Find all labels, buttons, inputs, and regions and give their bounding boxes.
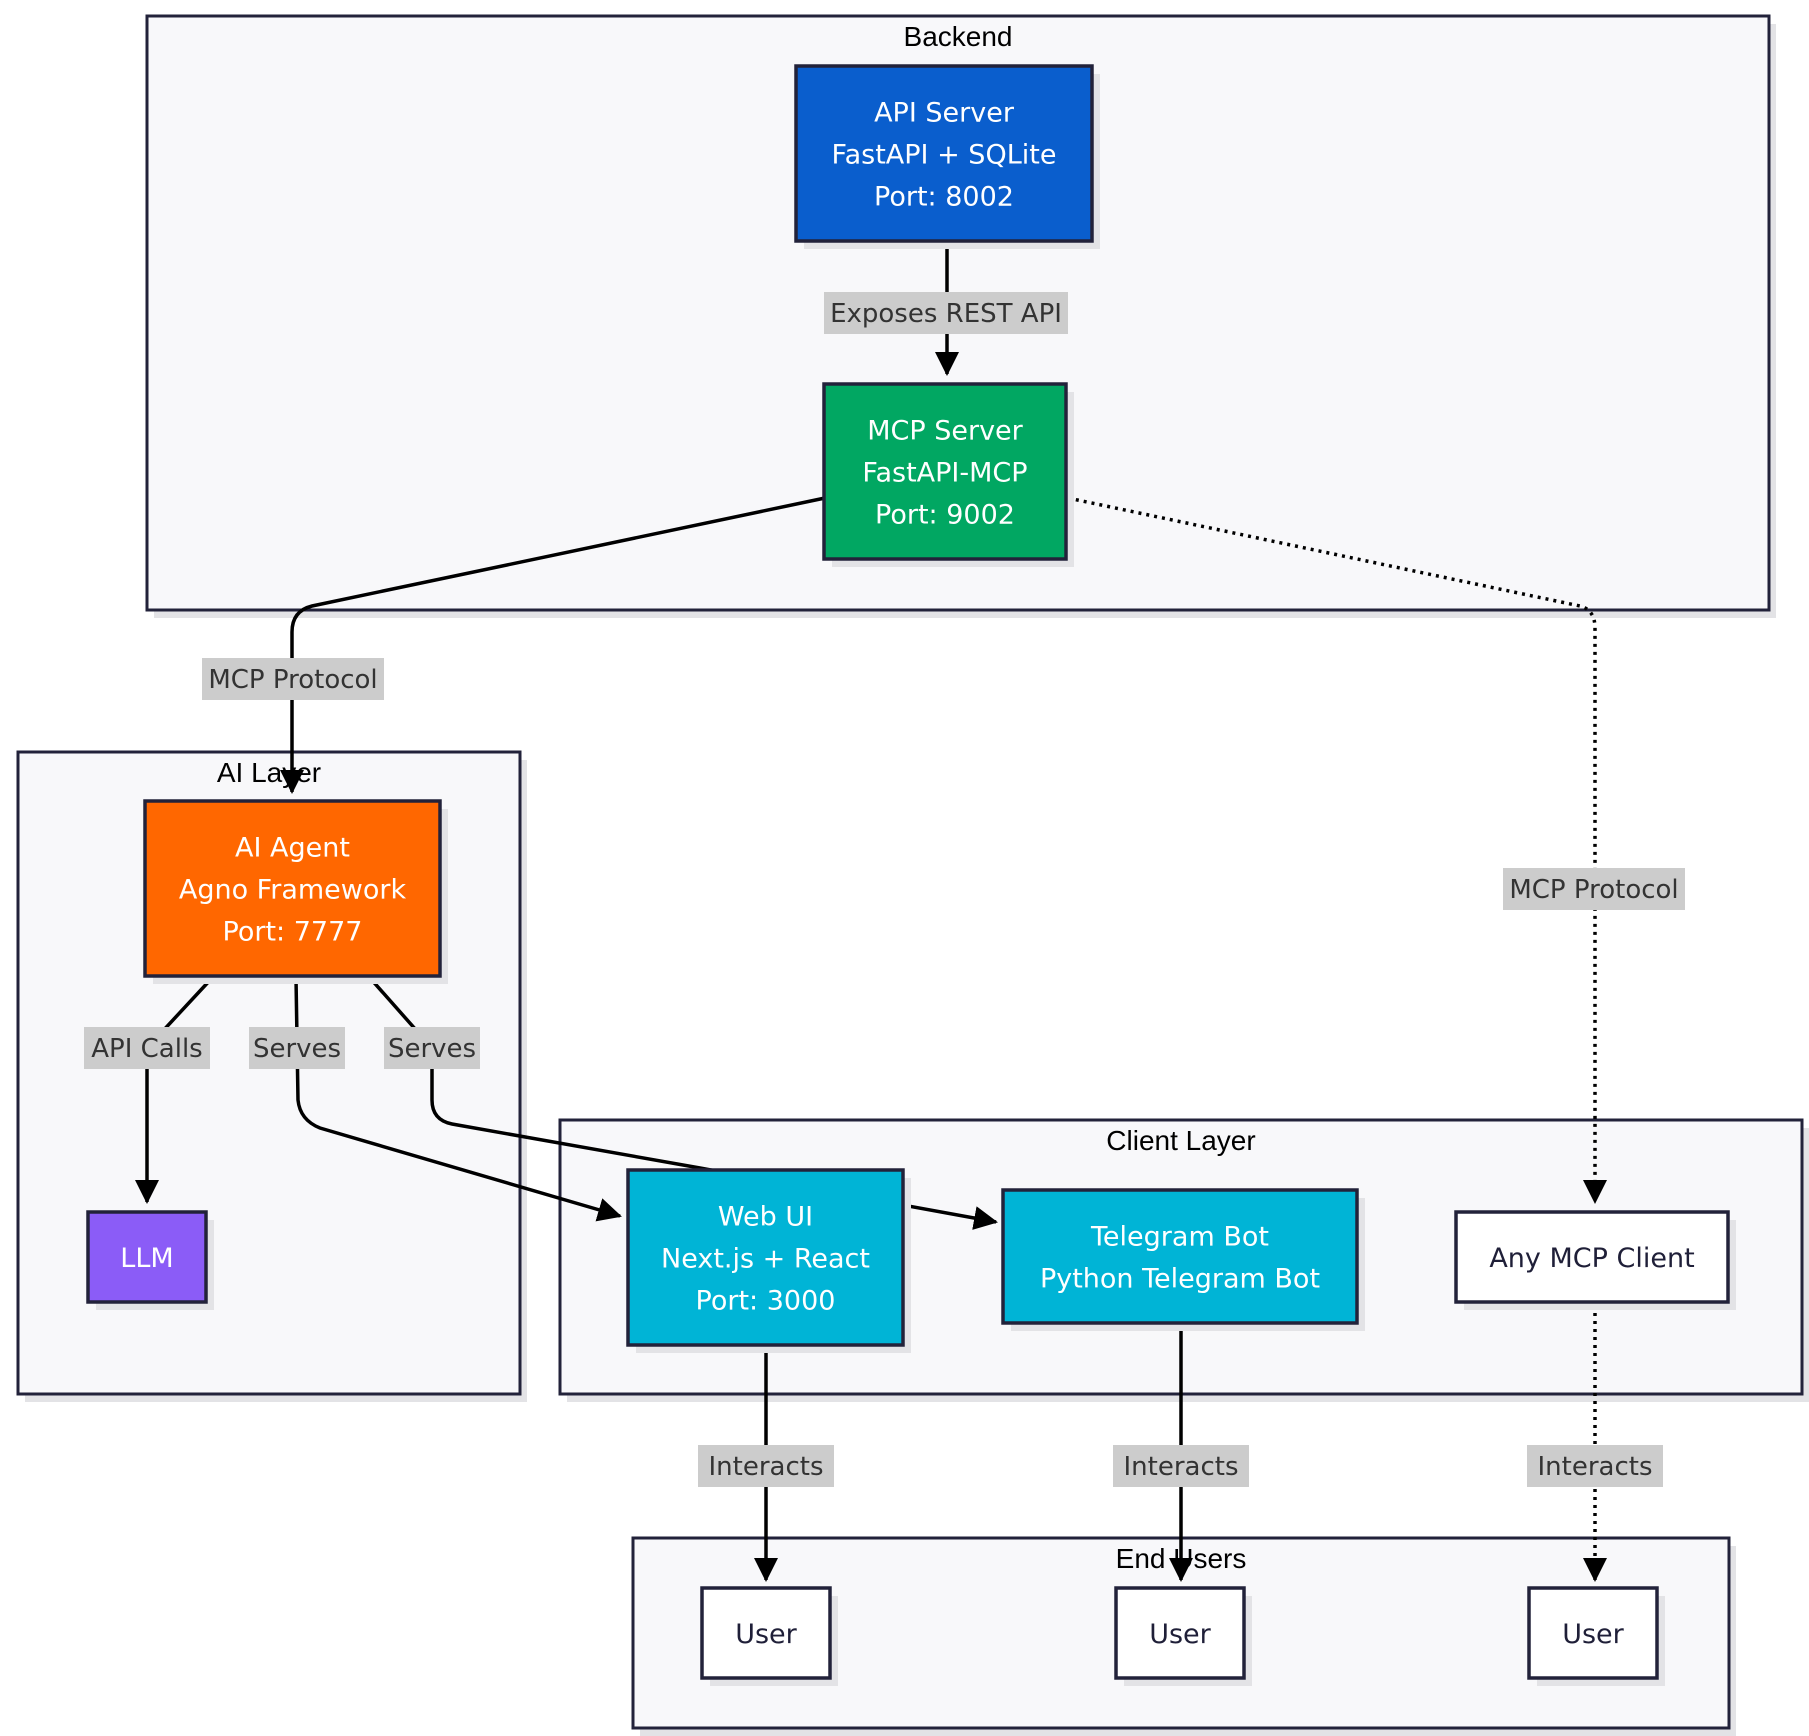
edge-label-exposes-rest-api: Exposes REST API <box>824 292 1068 334</box>
node-label-line: FastAPI-MCP <box>862 458 1027 489</box>
edge-label-interacts-telegram: Interacts <box>1113 1445 1249 1487</box>
edge-agent-to-webui <box>294 977 622 1222</box>
node-box <box>626 1168 905 1347</box>
edge-mcp-to-client <box>1067 496 1607 1204</box>
svg-text:MCP Protocol: MCP Protocol <box>1509 875 1678 905</box>
edge-label-api-calls: API Calls <box>84 1027 210 1069</box>
svg-text:Serves: Serves <box>253 1034 341 1064</box>
svg-text:Interacts: Interacts <box>709 1452 824 1482</box>
node-label-line: Web UI <box>718 1202 813 1233</box>
node-label-line: User <box>1562 1619 1624 1650</box>
node-box <box>1454 1210 1730 1304</box>
edge-label-mcp-protocol-client: MCP Protocol <box>1503 868 1685 910</box>
node-user-client[interactable]: User <box>1527 1586 1665 1686</box>
cluster-title-backend: Backend <box>904 21 1013 52</box>
edge-label-serves-webui: Serves <box>249 1027 345 1069</box>
node-label-line: Port: 7777 <box>223 917 363 948</box>
node-user-telegram[interactable]: User <box>1114 1586 1252 1686</box>
node-label-line: Port: 3000 <box>696 1286 836 1317</box>
node-llm[interactable]: LLM <box>86 1210 214 1310</box>
edge-mcp-to-agent <box>280 496 826 794</box>
node-label-line: Next.js + React <box>661 1244 870 1275</box>
node-box <box>86 1210 208 1304</box>
node-label-line: API Server <box>874 98 1015 129</box>
node-any-mcp-client[interactable]: Any MCP Client <box>1454 1210 1736 1310</box>
edge-label-interacts-client: Interacts <box>1527 1445 1663 1487</box>
node-label-line: Port: 8002 <box>874 182 1014 213</box>
node-label-line: Python Telegram Bot <box>1040 1264 1320 1295</box>
edge-label-serves-telegram: Serves <box>384 1027 480 1069</box>
node-label-line: Any MCP Client <box>1489 1243 1694 1274</box>
node-label-line: LLM <box>120 1243 173 1274</box>
node-box <box>700 1586 832 1680</box>
cluster-title-client-layer: Client Layer <box>1106 1125 1255 1156</box>
edge-agent-to-telegram <box>368 976 998 1230</box>
node-box <box>1527 1586 1659 1680</box>
node-box <box>143 799 442 978</box>
edge-label-mcp-protocol-agent: MCP Protocol <box>202 658 384 700</box>
edges <box>135 242 1607 1582</box>
node-user-webui[interactable]: User <box>700 1586 838 1686</box>
node-label-line: FastAPI + SQLite <box>832 140 1057 171</box>
node-label-line: User <box>1149 1619 1211 1650</box>
edge-label-interacts-webui: Interacts <box>698 1445 834 1487</box>
node-box <box>822 382 1068 561</box>
svg-text:Exposes REST API: Exposes REST API <box>830 299 1062 329</box>
edge-labels: Exposes REST API MCP Protocol MCP Protoc… <box>84 292 1685 1487</box>
node-box <box>1114 1586 1246 1680</box>
node-box <box>794 64 1094 243</box>
node-box <box>1001 1188 1359 1325</box>
cluster-title-ai-layer: AI Layer <box>217 757 321 788</box>
node-label-line: Agno Framework <box>179 875 407 906</box>
svg-text:Interacts: Interacts <box>1124 1452 1239 1482</box>
node-label-line: AI Agent <box>235 833 350 864</box>
svg-text:Interacts: Interacts <box>1538 1452 1653 1482</box>
node-label-line: Port: 9002 <box>875 500 1015 531</box>
svg-text:Serves: Serves <box>388 1034 476 1064</box>
node-label-line: MCP Server <box>867 416 1023 447</box>
node-label-line: Telegram Bot <box>1090 1222 1269 1253</box>
node-label-line: User <box>735 1619 797 1650</box>
svg-text:MCP Protocol: MCP Protocol <box>208 665 377 695</box>
svg-text:API Calls: API Calls <box>91 1034 202 1064</box>
